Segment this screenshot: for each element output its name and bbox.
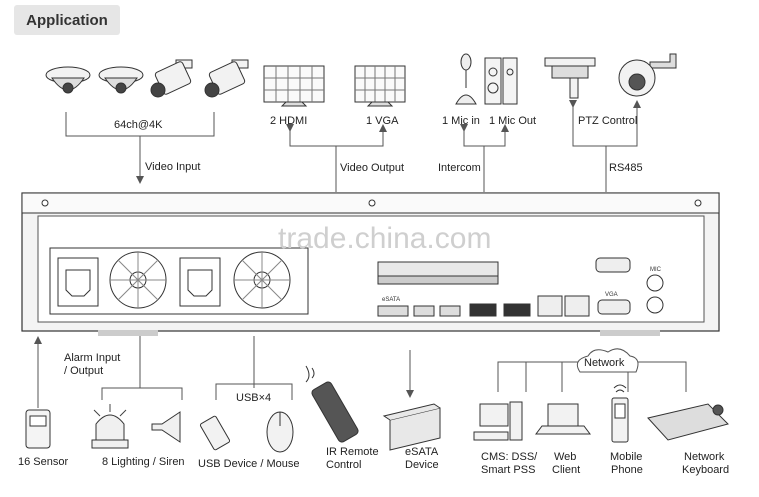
siren-icon <box>151 411 181 443</box>
nvr-rear-panel <box>21 192 720 336</box>
mobile-phone-label-line1: Mobile <box>610 451 643 463</box>
vga-port-label: VGA <box>605 292 618 298</box>
cameras-label: 64ch@4K <box>114 119 163 131</box>
mic-in-label: 1 Mic in <box>442 115 480 127</box>
microphone-icon <box>455 53 477 105</box>
rs485-label: RS485 <box>609 162 643 174</box>
speaker-icon <box>484 57 518 105</box>
network-label: Network <box>584 357 625 369</box>
video-output-label: Video Output <box>340 162 405 174</box>
cms-label-line1: CMS: DSS/ <box>481 451 538 463</box>
sensor-icon <box>25 409 51 449</box>
ptz-camera-icon <box>544 57 596 99</box>
laptop-icon <box>535 403 591 435</box>
network-keyboard-label-line2: Keyboard <box>682 464 730 476</box>
alarm-io-label-line1: Alarm Input <box>64 352 121 364</box>
esata-device-label-line1: eSATA <box>405 446 439 458</box>
ir-remote-label-line1: IR Remote <box>326 446 379 458</box>
pc-icon <box>473 401 523 441</box>
light-icon <box>91 404 129 449</box>
web-client-label-line2: Client <box>552 464 581 476</box>
bullet-camera-icon <box>150 59 193 98</box>
vga-label: 1 VGA <box>366 115 399 127</box>
ir-remote-label-line2: Control <box>326 459 362 471</box>
usb-device-label: USB Device / Mouse <box>198 458 300 470</box>
esata-device-icon <box>382 403 441 451</box>
alarm-io-label-line2: / Output <box>64 365 104 377</box>
mic-out-label: 1 Mic Out <box>489 115 537 127</box>
cms-label-line2: Smart PSS <box>481 464 536 476</box>
mic-port-label: MIC <box>650 267 662 273</box>
speed-dome-icon <box>618 53 677 97</box>
network-keyboard-icon <box>647 403 729 441</box>
ir-remote-icon <box>305 365 359 443</box>
intercom-label: Intercom <box>438 162 481 174</box>
web-client-label-line1: Web <box>554 451 577 463</box>
hdmi-monitor-icon <box>263 65 325 107</box>
usb-stick-icon <box>199 415 231 451</box>
network-keyboard-label-line1: Network <box>684 451 725 463</box>
usb-x4-label: USB×4 <box>236 392 272 404</box>
hdmi-label: 2 HDMI <box>270 115 308 127</box>
esata-device-label-line2: Device <box>405 459 439 471</box>
dome-camera-icon <box>98 66 144 94</box>
bullet-camera-icon <box>204 59 249 98</box>
mouse-icon <box>266 411 294 453</box>
lighting-label: 8 Lighting / Siren <box>102 456 185 468</box>
page-title: Application <box>14 5 120 35</box>
network-cloud-icon <box>576 348 639 373</box>
ptz-control-label: PTZ Control <box>578 115 638 127</box>
mobile-phone-icon <box>611 384 629 443</box>
mobile-phone-label-line2: Phone <box>611 464 643 476</box>
video-input-label: Video Input <box>145 161 201 173</box>
watermark: trade.china.com <box>278 222 492 255</box>
vga-monitor-icon <box>354 65 406 107</box>
esata-port-label: eSATA <box>382 297 400 303</box>
sensor-label: 16 Sensor <box>18 456 69 468</box>
dome-camera-icon <box>45 66 91 94</box>
